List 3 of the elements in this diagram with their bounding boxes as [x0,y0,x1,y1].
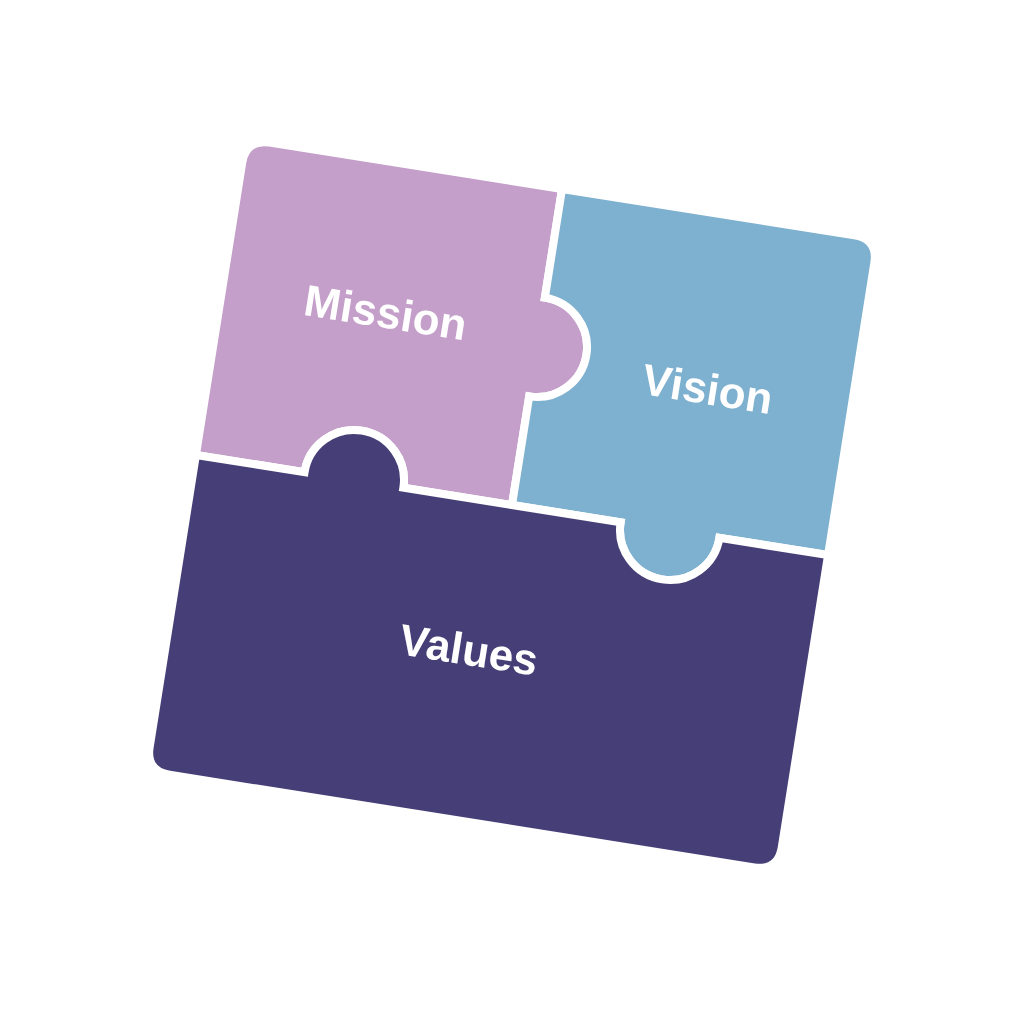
piece-label: Vision [638,354,777,425]
piece-label: Values [396,614,542,686]
piece-label: Mission [300,275,471,351]
